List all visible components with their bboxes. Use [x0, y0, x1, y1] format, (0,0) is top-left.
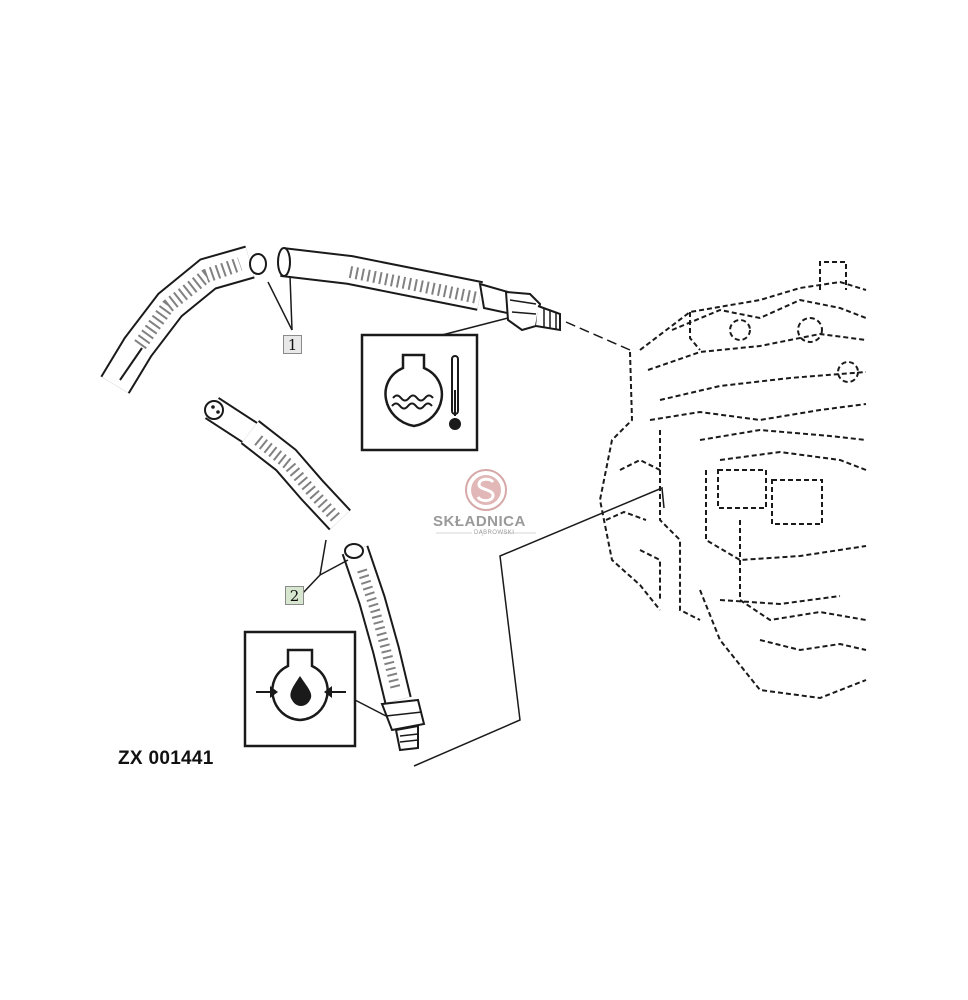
coolant-temperature-icon	[360, 333, 479, 452]
callout-part-1: 1	[283, 335, 302, 354]
watermark-name: SKŁADNICA	[433, 513, 526, 530]
watermark-subtitle: DĄBROWSKI	[474, 530, 515, 536]
watermark-logo	[436, 469, 536, 534]
symbol-1-leader	[441, 317, 509, 336]
callout-2-leader	[301, 539, 349, 595]
oil-pressure-icon	[243, 630, 357, 748]
symbol-2-leader	[354, 699, 387, 717]
callout-1-leader	[267, 275, 293, 331]
callout-part-2: 2	[285, 586, 304, 605]
engine-outline	[598, 261, 867, 700]
oil-pressure-harness	[204, 397, 426, 752]
coolant-temperature-harness	[100, 245, 631, 394]
drawing-code: ZX 001441	[118, 748, 214, 769]
engine-connection-line	[413, 486, 665, 767]
